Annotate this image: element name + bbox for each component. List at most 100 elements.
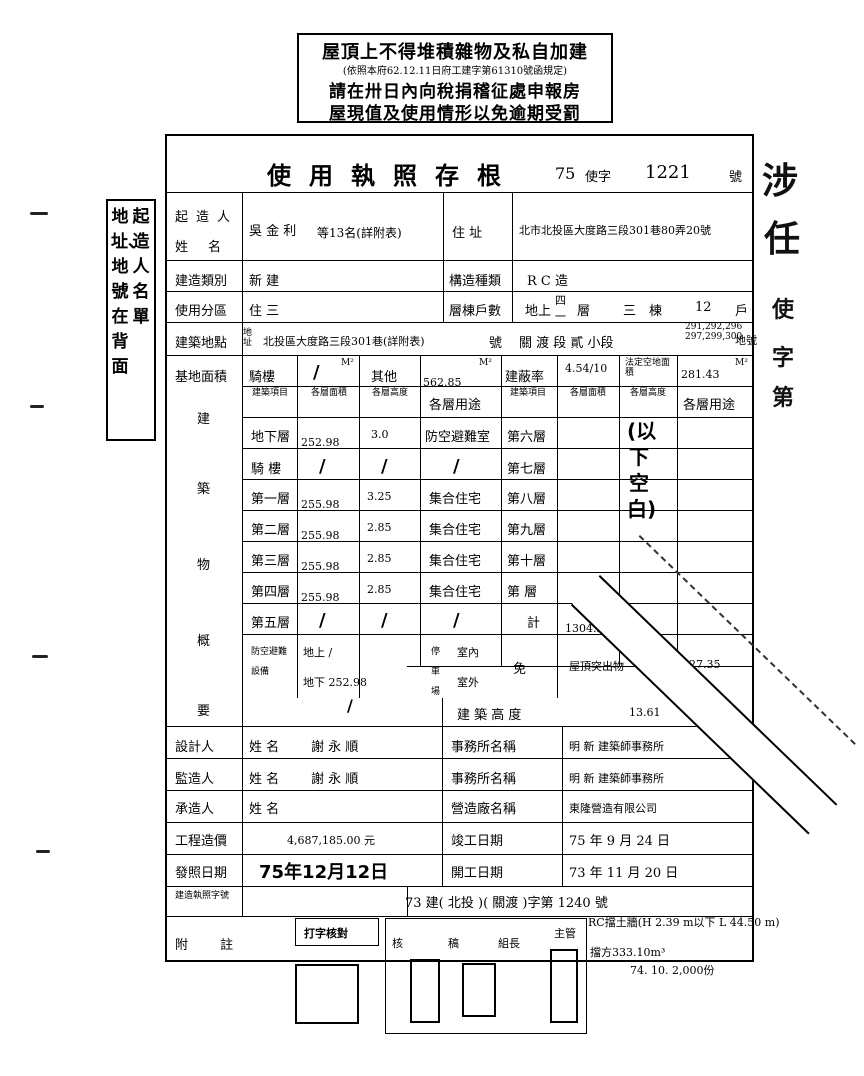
floor-name-right: 第九層 — [507, 523, 547, 538]
row-line — [167, 822, 752, 823]
floors-below: 一 — [555, 310, 566, 323]
floor-name: 騎 樓 — [251, 462, 282, 477]
supervisor-name-label: 姓 名 — [249, 772, 280, 787]
col-line — [442, 698, 443, 886]
issue-label: 發照日期 — [175, 866, 228, 881]
floor-name: 第三層 — [251, 554, 291, 569]
complete-value: 75 年 9 月 24 日 — [569, 834, 671, 849]
col-line — [407, 886, 408, 916]
row-line — [167, 886, 752, 887]
designer-label: 設計人 — [175, 740, 215, 755]
header-height: 各層高度 — [371, 388, 408, 398]
site-sublabel: 地址 — [243, 328, 253, 348]
floors-prefix: 地上 — [525, 304, 552, 319]
other-value: 562.85 — [423, 376, 462, 389]
form-title: 使用執照存根 — [267, 161, 519, 190]
supervisor-label: 監造人 — [175, 772, 215, 787]
floor-area: 255.98 — [301, 529, 340, 542]
col-line — [557, 355, 558, 698]
typist-seal — [295, 964, 359, 1024]
floor-name: 地下層 — [251, 430, 291, 445]
floor-name: 第二層 — [251, 523, 291, 538]
row-line — [242, 510, 752, 511]
cost-label: 工程造價 — [175, 834, 228, 849]
contractor-factory: 東隆營造有限公司 — [569, 802, 657, 815]
blank-note: (以下空白) — [627, 419, 657, 521]
parking-outdoor: 室外 — [457, 676, 479, 689]
buildings: 三 — [623, 304, 637, 319]
contractor-factory-label: 營造廠名稱 — [451, 802, 517, 817]
row-line — [242, 572, 752, 573]
area-unit: M² — [341, 358, 354, 368]
total-label: 計 — [527, 616, 541, 631]
col-line — [420, 355, 421, 666]
designer-office-label: 事務所名稱 — [451, 740, 517, 755]
bldg-label-5: 要 — [197, 704, 211, 719]
scan-mark — [32, 655, 48, 658]
bldg-label-1: 建 — [197, 412, 211, 427]
remark-note2: 擋方333.10m³ — [590, 946, 666, 959]
permit-year: 75 — [555, 164, 576, 183]
header-use-right: 各層用途 — [683, 398, 736, 413]
area-label: 基地面積 — [175, 370, 228, 385]
bldg-label-2: 築 — [197, 482, 211, 497]
row-line — [242, 386, 752, 387]
building-type-value: 新 建 — [249, 274, 280, 289]
owner-label2: 姓名 — [175, 240, 242, 255]
parking-exempt: 免 — [513, 662, 527, 677]
floor-use: 集合住宅 — [429, 523, 482, 538]
floors-label: 層棟戶數 — [449, 304, 502, 319]
bg-char-5: 第 — [772, 385, 795, 411]
height-value: 13.61 — [629, 706, 661, 719]
floor-height: 3.25 — [367, 490, 392, 503]
floor-area: 255.98 — [301, 560, 340, 573]
col-line — [443, 192, 444, 322]
roof-notice-line2: (依照本府62.12.11日府工建字第61310號函規定) — [342, 66, 568, 77]
owner-address: 北市北投區大度路三段301巷80弄20號 — [519, 224, 711, 237]
shelter-above: 地上 / — [303, 646, 333, 659]
owner-suffix: 等13名(詳附表) — [317, 226, 402, 240]
floor-height: / — [381, 610, 388, 631]
floor-name-right: 第 層 — [507, 585, 538, 600]
site-lots: 291,292,296 297,299,300 — [685, 322, 743, 342]
household-unit: 戶 — [735, 304, 749, 319]
floor-name-right: 第六層 — [507, 430, 547, 445]
floor-area: 252.98 — [301, 436, 340, 449]
header-item-right: 建築項目 — [509, 388, 546, 398]
row-line — [242, 634, 752, 635]
site-lot-unit: 地號 — [735, 334, 757, 347]
row-line — [167, 322, 752, 323]
floor-name-right: 第八層 — [507, 492, 547, 507]
usage-zone-value: 住 三 — [249, 304, 280, 319]
signer-4: 主管 — [554, 927, 576, 940]
col-line — [242, 192, 243, 916]
designer-name-label: 姓 名 — [249, 740, 280, 755]
bg-char-4: 字 — [772, 345, 795, 371]
arcade-label: 騎樓 — [249, 370, 276, 385]
floor-use: 防空避難室 — [425, 430, 491, 445]
bg-char-1: 涉 — [762, 160, 799, 202]
row-line — [242, 479, 752, 480]
row-line — [242, 541, 752, 542]
scan-mark — [30, 212, 48, 215]
owner-name: 吳 金 利 — [249, 224, 297, 239]
row-line — [167, 726, 752, 727]
floor-name-right: 第七層 — [507, 462, 547, 477]
scan-mark — [30, 405, 44, 408]
site-num-label: 號 — [489, 336, 503, 351]
row-line — [167, 916, 752, 917]
area-unit: M² — [479, 358, 492, 368]
permit-form: 使用執照存根 75 使字 1221 號 起造人 姓名 吳 金 利 等13名(詳附… — [165, 134, 757, 962]
other-label: 其他 — [371, 370, 398, 385]
row-line — [167, 192, 752, 193]
permit-label: 建造執照字號 — [175, 891, 230, 901]
row-line — [167, 260, 752, 261]
coverage-value: 4.54/10 — [565, 362, 608, 375]
designer-office: 明 新 建築師事務所 — [569, 740, 664, 753]
designer-name: 謝 永 順 — [311, 740, 359, 755]
row-line — [167, 291, 752, 292]
supervisor-office: 明 新 建築師事務所 — [569, 772, 664, 785]
building-type-label: 建造類別 — [175, 274, 228, 289]
parking-indoor: 室內 — [457, 646, 479, 659]
site-label: 建築地點 — [175, 336, 228, 351]
